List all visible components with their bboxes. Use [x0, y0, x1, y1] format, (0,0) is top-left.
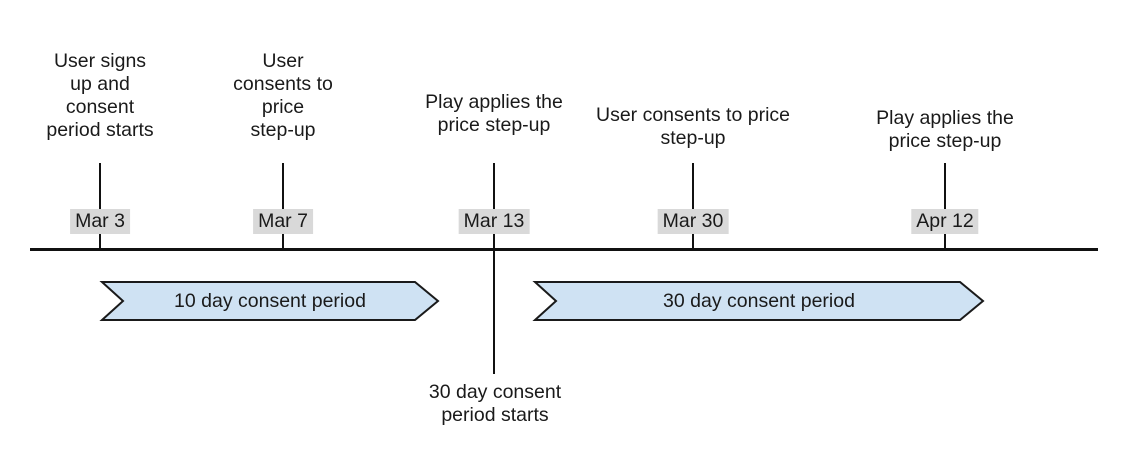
note-30-day-period-starts: 30 day consent period starts — [428, 381, 562, 426]
event-label-signup: User signs up and consent period starts — [46, 50, 154, 141]
event-label-apply-2: Play applies the price step-up — [876, 107, 1014, 152]
event-label-apply-1: Play applies the price step-up — [425, 91, 563, 136]
chevron-banner-shape — [99, 281, 440, 321]
banner-10-day-consent: 10 day consent period — [99, 281, 440, 321]
tick-mar-13-below — [493, 251, 495, 374]
banner-30-day-consent: 30 day consent period — [532, 281, 985, 321]
chevron-banner-shape — [532, 281, 985, 321]
tick-apr-12 — [944, 163, 946, 250]
tick-mar-3 — [99, 163, 101, 250]
banner-30-day-label: 30 day consent period — [663, 289, 855, 312]
tick-mar-13 — [493, 163, 495, 250]
date-badge-mar-3: Mar 3 — [70, 209, 130, 234]
event-label-consent-1: User consents to price step-up — [233, 50, 333, 141]
date-badge-mar-30: Mar 30 — [657, 209, 729, 234]
timeline-axis — [30, 248, 1098, 251]
date-badge-mar-7: Mar 7 — [253, 209, 313, 234]
tick-mar-30 — [692, 163, 694, 250]
banner-10-day-label: 10 day consent period — [174, 289, 366, 312]
date-badge-apr-12: Apr 12 — [911, 209, 979, 234]
event-label-consent-2: User consents to price step-up — [595, 104, 791, 149]
date-badge-mar-13: Mar 13 — [458, 209, 530, 234]
tick-mar-7 — [282, 163, 284, 250]
